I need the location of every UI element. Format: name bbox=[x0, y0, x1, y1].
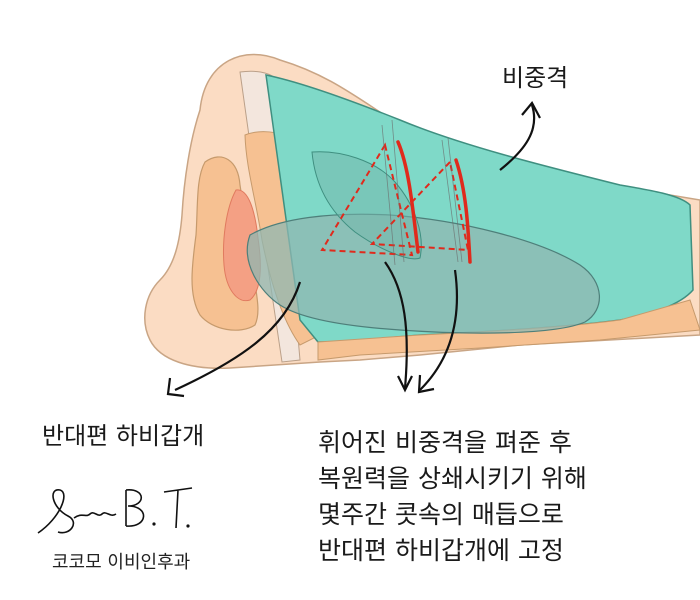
suture-line-1 bbox=[396, 140, 420, 254]
procedure-description: 휘어진 비중격을 펴준 후 복원력을 상쇄시키기 위해 몇주간 콧속의 매듭으로… bbox=[318, 425, 587, 569]
description-line: 휘어진 비중격을 펴준 후 bbox=[318, 428, 572, 457]
arrow-desc-1 bbox=[384, 261, 408, 389]
arrow-turbinate bbox=[174, 281, 302, 391]
septum-label: 비중격 bbox=[502, 64, 569, 92]
suture-line-2 bbox=[454, 158, 472, 264]
description-line: 반대편 하비갑개에 고정 bbox=[318, 536, 564, 565]
description-line: 몇주간 콧속의 매듭으로 bbox=[318, 500, 564, 529]
suture-guide-lines bbox=[381, 119, 463, 266]
arrow-turbinate-head bbox=[166, 377, 185, 398]
clinic-name: 코코모 이비인후과 bbox=[52, 552, 191, 573]
suture-loop-2 bbox=[369, 159, 470, 252]
turbinate-label: 반대편 하비갑개 bbox=[42, 422, 205, 450]
nostril bbox=[223, 189, 261, 302]
arrow-desc-2 bbox=[419, 269, 459, 391]
suture-loop-1 bbox=[320, 142, 414, 257]
arrow-desc-1-head bbox=[397, 375, 413, 393]
description-line: 복원력을 상쇄시키기 위해 bbox=[318, 464, 587, 493]
arrow-septum bbox=[499, 104, 536, 171]
artist-signature bbox=[37, 487, 193, 534]
arrow-desc-2-head bbox=[417, 374, 435, 394]
arrow-septum-head bbox=[521, 101, 541, 119]
